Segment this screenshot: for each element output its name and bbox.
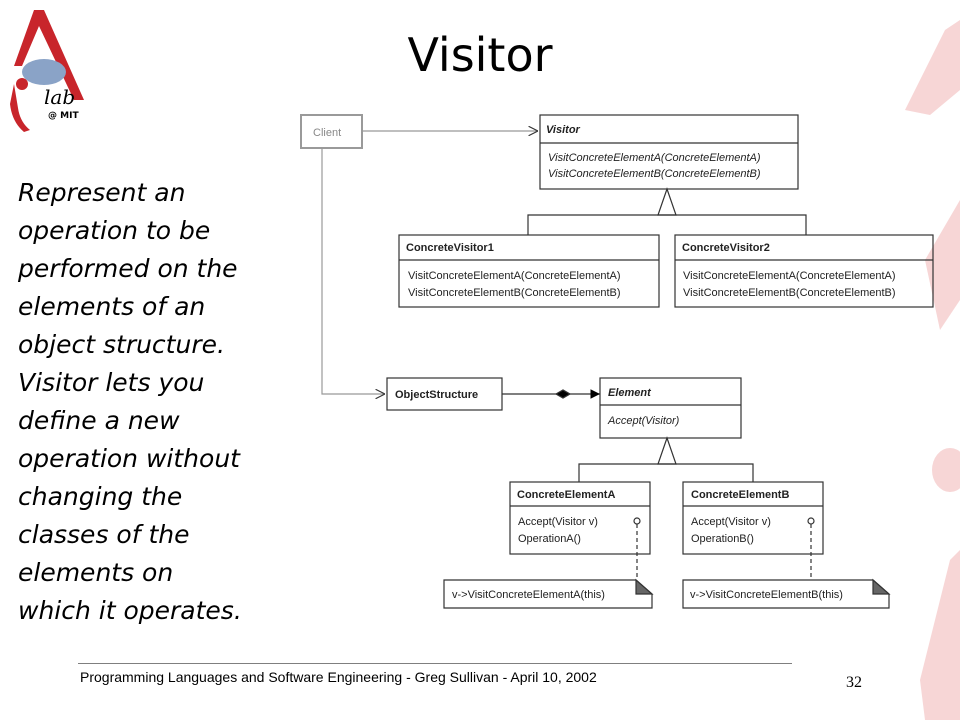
concretevisitor2-label: ConcreteVisitor2 bbox=[682, 242, 770, 254]
concreteelementa-label: ConcreteElementA bbox=[517, 489, 615, 501]
note-a-box bbox=[443, 578, 654, 609]
client-label: Client bbox=[313, 127, 341, 139]
visitor-op: VisitConcreteElementA(ConcreteElementA) bbox=[548, 152, 761, 164]
concreteelementb-label: ConcreteElementB bbox=[691, 489, 789, 501]
element-label: Element bbox=[608, 387, 652, 399]
client-objectstructure-association bbox=[321, 148, 385, 394]
concretevisitor2-op: VisitConcreteElementA(ConcreteElementA) bbox=[683, 270, 896, 282]
note-a-text: v->VisitConcreteElementA(this) bbox=[452, 589, 605, 601]
logo-brain bbox=[22, 59, 66, 85]
visitor-generalization-triangle bbox=[657, 187, 677, 216]
concreteelementa-op: Accept(Visitor v) bbox=[518, 516, 598, 528]
note-b-box bbox=[682, 578, 891, 609]
description-line: classes of the bbox=[18, 520, 190, 549]
page-number: 32 bbox=[846, 674, 862, 691]
concreteelementa-op: OperationA() bbox=[518, 533, 581, 545]
aggregation-diamond bbox=[554, 389, 572, 399]
description-line: operation to be bbox=[18, 216, 211, 245]
objectstructure-label: ObjectStructure bbox=[395, 389, 478, 401]
description-line: object structure. bbox=[18, 330, 225, 359]
visitor-class-box bbox=[539, 114, 799, 190]
deco-stroke-top bbox=[905, 20, 960, 115]
description-line: define a new bbox=[18, 406, 180, 435]
element-generalization-line bbox=[578, 463, 754, 482]
concretevisitor1-op: VisitConcreteElementA(ConcreteElementA) bbox=[408, 270, 621, 282]
description-line: operation without bbox=[18, 444, 240, 473]
description-line: elements on bbox=[18, 558, 174, 587]
logo-i-stroke bbox=[10, 84, 30, 132]
description-line: Represent an bbox=[18, 178, 186, 207]
element-class-box bbox=[599, 377, 742, 439]
concreteelementb-op: OperationB() bbox=[691, 533, 754, 545]
ilab-mit-logo: lab @ MIT bbox=[10, 10, 84, 132]
footer-divider bbox=[78, 663, 792, 664]
element-op: Accept(Visitor) bbox=[607, 415, 680, 427]
deco-stroke-bottom bbox=[920, 550, 960, 720]
logo-mit-text: @ MIT bbox=[48, 111, 79, 121]
concretevisitor2-class-box bbox=[674, 234, 934, 308]
concretevisitor1-op: VisitConcreteElementB(ConcreteElementB) bbox=[408, 287, 621, 299]
visitor-label: Visitor bbox=[546, 124, 581, 136]
logo-a-shape bbox=[14, 10, 84, 100]
concreteelementb-op: Accept(Visitor v) bbox=[691, 516, 771, 528]
concretevisitor1-label: ConcreteVisitor1 bbox=[406, 242, 494, 254]
description-line: changing the bbox=[18, 482, 183, 511]
description-line: Visitor lets you bbox=[18, 368, 205, 397]
logo-lab-text: lab bbox=[44, 85, 75, 109]
concretevisitor1-class-box bbox=[398, 234, 660, 308]
description-line: performed on the bbox=[18, 254, 238, 283]
description-text: Represent an operation to be performed o… bbox=[18, 174, 308, 630]
note-b-text: v->VisitConcreteElementB(this) bbox=[690, 589, 843, 601]
element-generalization-triangle bbox=[657, 436, 677, 465]
description-line: elements of an bbox=[18, 292, 206, 321]
concretevisitor2-op: VisitConcreteElementB(ConcreteElementB) bbox=[683, 287, 896, 299]
footer-text: Programming Languages and Software Engin… bbox=[80, 669, 597, 685]
deco-dot bbox=[932, 448, 960, 492]
visitor-generalization-line bbox=[527, 214, 807, 235]
logo-i-dot bbox=[16, 78, 28, 90]
deco-stroke-mid bbox=[925, 200, 960, 330]
visitor-op: VisitConcreteElementB(ConcreteElementB) bbox=[548, 168, 761, 180]
page-title: Visitor bbox=[407, 28, 553, 82]
description-line: which it operates. bbox=[18, 596, 242, 625]
